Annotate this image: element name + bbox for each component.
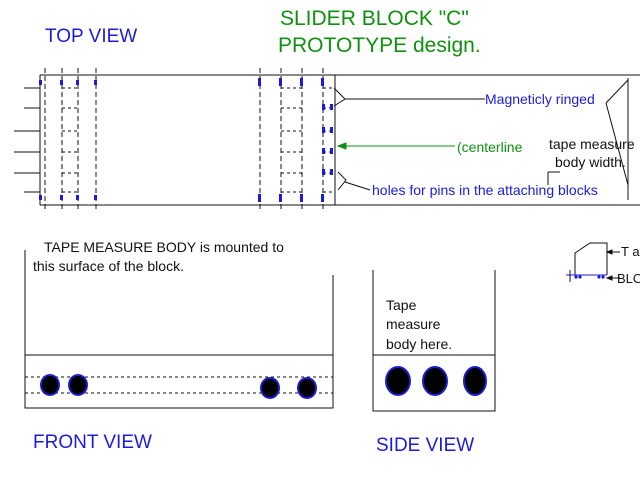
callout-tape-measure: tape measure bbox=[549, 136, 635, 152]
side-hole bbox=[385, 366, 411, 396]
front-note-line-2-visible: this surface of the block. bbox=[33, 258, 184, 274]
callout-centerline: (centerline bbox=[457, 140, 522, 154]
left-verticals bbox=[44, 68, 97, 210]
centerline-text: centerline bbox=[461, 139, 523, 155]
top-view-drawing bbox=[14, 68, 640, 210]
callout-magneticly-ringed: Magneticly ringed bbox=[485, 91, 595, 107]
magnet-marks bbox=[39, 78, 333, 202]
front-view-block bbox=[24, 354, 334, 409]
top-view-label: TOP VIEW bbox=[45, 26, 138, 47]
side-note-line-1: Tape bbox=[386, 297, 417, 313]
side-hole bbox=[422, 366, 448, 396]
front-view-label: FRONT VIEW bbox=[33, 432, 152, 453]
side-view-holes bbox=[385, 366, 487, 396]
callout-body-width: body width. bbox=[555, 154, 626, 170]
centerline-leader bbox=[336, 142, 455, 150]
side-view-block bbox=[372, 354, 496, 412]
thumbnail-label-top: T a bbox=[621, 244, 640, 259]
front-hole bbox=[260, 377, 280, 399]
hole-dashes bbox=[62, 87, 335, 193]
side-view-label: SIDE VIEW bbox=[376, 435, 475, 456]
side-note-line-2-visible: measure bbox=[386, 316, 441, 332]
right-verticals bbox=[259, 68, 324, 210]
front-hole bbox=[40, 374, 60, 396]
callout-pin-holes: holes for pins in the attaching blocks bbox=[372, 182, 598, 198]
front-view-holes bbox=[40, 374, 317, 399]
side-view-drawing bbox=[372, 270, 496, 412]
title-line-1: SLIDER BLOCK "C" bbox=[280, 7, 469, 30]
centerline-bracket: ( bbox=[457, 139, 462, 155]
front-hole bbox=[68, 374, 88, 396]
thumbnail-label-bottom: BLO bbox=[617, 271, 640, 286]
front-view-drawing bbox=[24, 250, 334, 409]
thumbnail-drawing bbox=[566, 242, 620, 282]
thumbnail-dots bbox=[574, 275, 605, 279]
title-line-2: PROTOTYPE design. bbox=[278, 34, 481, 57]
front-hole bbox=[297, 377, 317, 399]
side-hole bbox=[463, 366, 487, 396]
side-note-line-3: body here. bbox=[386, 336, 453, 352]
callout-leaders bbox=[333, 79, 629, 191]
pin-ticks bbox=[14, 87, 40, 193]
front-note-line-1: TAPE MEASURE BODY is mounted to bbox=[44, 239, 284, 255]
